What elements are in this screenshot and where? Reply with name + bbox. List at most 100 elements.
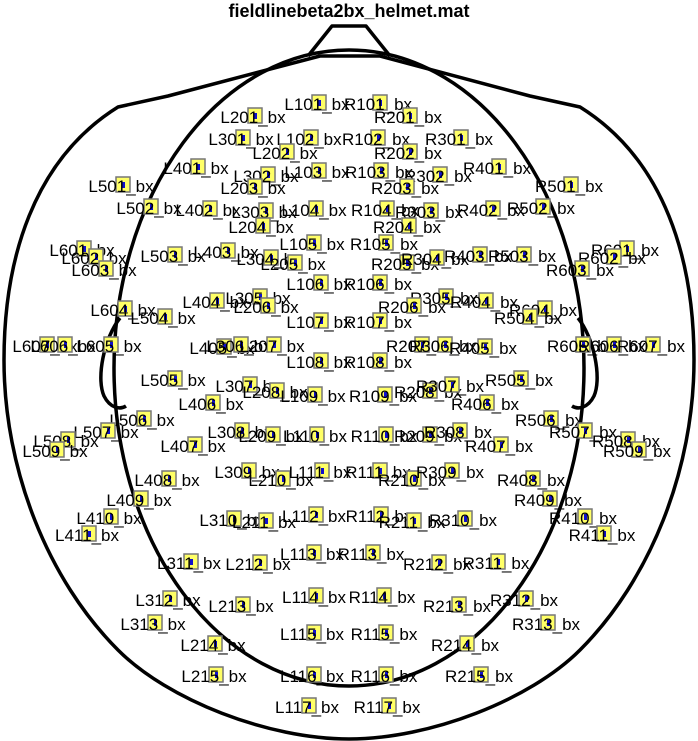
- sensor-label: L407_bx: [160, 437, 226, 456]
- orientation-marker: [318, 168, 321, 174]
- sensor-label: R505_bx: [485, 371, 554, 390]
- orientation-marker: [140, 496, 143, 502]
- sensor-l502: L502_bx: [116, 198, 182, 218]
- orientation-marker: [107, 428, 110, 434]
- sensor-r115: R115_bx: [351, 624, 418, 644]
- sensor-label: L104_bx: [281, 201, 347, 220]
- orientation-marker: [164, 314, 167, 320]
- orientation-marker: [544, 306, 547, 312]
- sensor-r408: R408_bx: [497, 470, 566, 490]
- sensor-label: L108_bx: [286, 353, 352, 372]
- orientation-marker: [105, 266, 108, 272]
- sensor-r313: R313_bx: [512, 614, 581, 634]
- sensor-label: L211_bx: [232, 513, 296, 532]
- sensor-label: R308_bx: [424, 423, 493, 442]
- orientation-marker: [168, 476, 171, 482]
- sensor-label: L111_bx: [289, 463, 352, 482]
- sensor-label: L209_bx: [238, 427, 304, 446]
- orientation-marker: [259, 560, 262, 566]
- sensor-label: R210_bx: [378, 471, 447, 490]
- sensor-l116: L116_bx: [280, 666, 344, 686]
- sensor-label: R113_bx: [338, 545, 405, 564]
- sensor-label: R312_bx: [490, 591, 559, 610]
- sensor-r211: R211_bx: [379, 512, 446, 532]
- sensor-l501: L501_bx: [88, 176, 154, 196]
- sensor-l303: L303_bx: [231, 202, 297, 222]
- sensor-label: R109_bx: [349, 387, 418, 406]
- orientation-marker: [320, 358, 323, 364]
- sensor-label: R404_bx: [450, 293, 519, 312]
- sensor-l103: L103_bx: [284, 162, 350, 182]
- sensor-r109: R109_bx: [349, 386, 418, 406]
- sensor-label: L202_bx: [252, 144, 318, 163]
- sensor-r204: R204_bx: [373, 217, 442, 237]
- sensor-r605: R605_bx: [547, 336, 616, 356]
- sensor-r312: R312_bx: [490, 590, 559, 610]
- orientation-marker: [276, 388, 279, 394]
- orientation-marker: [458, 602, 461, 608]
- sensor-l110: L110_bx: [283, 426, 347, 446]
- sensor-label: R403_bx: [444, 247, 513, 266]
- orientation-marker: [67, 437, 70, 443]
- sensor-r306: R306_bx: [409, 336, 478, 356]
- sensor-label: R105_bx: [350, 235, 419, 254]
- sensor-l204: L204_bx: [228, 217, 294, 237]
- sensor-label: L206_bx: [233, 298, 299, 317]
- sensor-label: R310_bx: [429, 511, 498, 530]
- sensor-r403: R403_bx: [444, 246, 513, 266]
- sensor-l114: L114_bx: [282, 587, 346, 607]
- orientation-marker: [254, 184, 257, 190]
- sensor-l208: L208_bx: [242, 382, 308, 402]
- orientation-marker: [318, 100, 321, 106]
- sensor-label: L116_bx: [280, 667, 344, 686]
- sensor-r301: R301_bx: [425, 129, 494, 149]
- sensor-l402: L402_bx: [175, 200, 241, 220]
- sensor-r209: R209_bx: [394, 426, 463, 446]
- orientation-marker: [542, 204, 545, 210]
- sensor-l106: L106_bx: [286, 274, 352, 294]
- sensor-label: L103_bx: [284, 163, 350, 182]
- sensor-label: R504_bx: [494, 309, 563, 328]
- orientation-marker: [638, 447, 641, 453]
- sensor-label: R114_bx: [349, 588, 416, 607]
- sensor-label: R203_bx: [371, 179, 440, 198]
- sensor-r305: R305_bx: [410, 288, 479, 308]
- orientation-marker: [209, 206, 212, 212]
- sensor-l406: L406_bx: [178, 394, 244, 414]
- orientation-marker: [379, 100, 382, 106]
- sensor-l313: L313_bx: [120, 614, 186, 634]
- orientation-marker: [262, 223, 265, 229]
- orientation-marker: [95, 254, 98, 260]
- orientation-marker: [438, 560, 441, 566]
- orientation-marker: [240, 342, 243, 348]
- sensor-r205: R205_bx: [371, 254, 440, 274]
- sensor-label: L605_bx: [76, 337, 142, 356]
- orientation-marker: [406, 184, 409, 190]
- orientation-marker: [372, 550, 375, 556]
- sensor-l107: L107_bx: [286, 312, 352, 332]
- orientation-marker: [313, 672, 316, 678]
- orientation-marker: [265, 208, 268, 214]
- orientation-marker: [430, 208, 433, 214]
- sensor-label: R103_bx: [345, 163, 414, 182]
- orientation-marker: [379, 468, 382, 474]
- sensor-l117: L117_bx: [275, 697, 339, 717]
- sensor-label: L308_bx: [207, 423, 273, 442]
- orientation-marker: [124, 306, 127, 312]
- sensor-r213: R213_bx: [423, 596, 492, 616]
- sensor-l605: L605_bx: [76, 336, 142, 356]
- sensor-l112: L112_bx: [282, 506, 346, 526]
- orientation-marker: [242, 135, 245, 141]
- orientation-marker: [377, 135, 380, 141]
- orientation-marker: [88, 531, 91, 537]
- sensor-label: R202_bx: [374, 144, 443, 163]
- orientation-marker: [267, 172, 270, 178]
- orientation-marker: [479, 252, 482, 258]
- orientation-marker: [409, 149, 412, 155]
- sensor-label: L307_bx: [215, 377, 281, 396]
- sensor-r505: R505_bx: [485, 370, 554, 390]
- sensor-label: R411_bx: [569, 526, 636, 545]
- orientation-marker: [525, 596, 528, 602]
- sensor-r409: R409_bx: [514, 490, 583, 510]
